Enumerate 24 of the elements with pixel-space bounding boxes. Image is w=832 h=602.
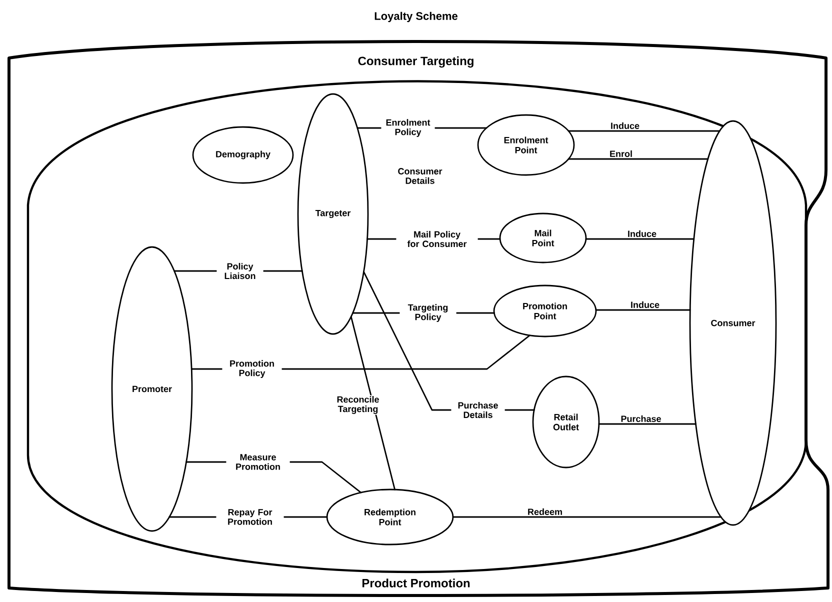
edge-label: Mail Policy for Consumer bbox=[396, 230, 478, 248]
edge-label: Induce bbox=[611, 122, 640, 129]
frame-heading: Consumer Targeting bbox=[358, 56, 474, 68]
frame-heading: Loyalty Scheme bbox=[374, 12, 458, 22]
edge-label: Enrol bbox=[610, 150, 632, 157]
edge-label: Enrolment Policy bbox=[381, 118, 435, 138]
edge-label: Purchase Details bbox=[451, 401, 505, 419]
edge-label: Redeem bbox=[528, 508, 562, 516]
edge-label: Promotion Policy bbox=[222, 359, 282, 379]
connector-line bbox=[568, 158, 709, 160]
edge-label: Induce bbox=[628, 230, 656, 237]
edge-label: Reconcile Targeting bbox=[328, 395, 388, 415]
edge-label: Targeting Policy bbox=[400, 303, 456, 323]
connector-line bbox=[585, 238, 695, 240]
flow-label: Consumer Details bbox=[398, 168, 442, 184]
frame-heading: Product Promotion bbox=[362, 578, 470, 588]
edge-label: Policy Liaison bbox=[216, 262, 264, 280]
edge-label: Repay For Promotion bbox=[216, 508, 284, 526]
edge-label: Purchase bbox=[621, 415, 661, 422]
connector-line bbox=[350, 316, 396, 490]
connector-line bbox=[598, 423, 696, 425]
edge-label: Measure Promotion bbox=[226, 453, 290, 471]
connector-line bbox=[595, 309, 691, 311]
edge-label: Induce bbox=[631, 301, 660, 308]
